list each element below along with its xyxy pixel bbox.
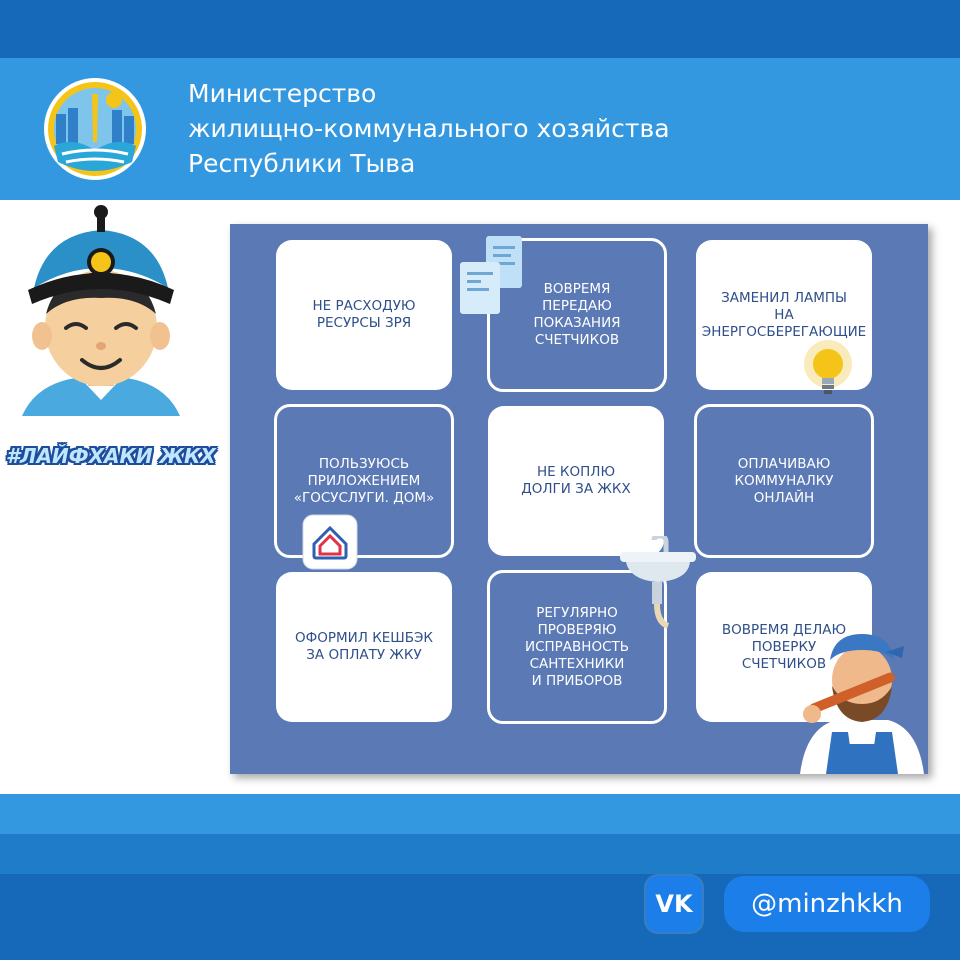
ministry-name: Министерство жилищно-коммунального хозяй… [188, 76, 670, 181]
plumber-icon [800, 634, 924, 774]
ministry-name-line-2: жилищно-коммунального хозяйства [188, 114, 670, 143]
tip-card-text: Заменил лампы на энергосберегающие [701, 289, 867, 340]
vk-label: VK [655, 890, 693, 918]
hashtag-label: #ЛАЙФХАКИ ЖКХ [6, 444, 216, 468]
tip-card-text: Вовремя делаю поверку счетчиков [721, 621, 847, 672]
tip-card-text: Не расходую ресурсы зря [312, 298, 416, 331]
header-band-top [0, 0, 960, 58]
tip-card-text: Не коплю долги за ЖКХ [521, 464, 631, 497]
ministry-name-line-1: Министерство [188, 79, 377, 108]
tip-card: Оформил кешбэк за оплату ЖКУ [276, 572, 452, 722]
vk-icon[interactable]: VK [646, 876, 702, 932]
sink-icon [620, 536, 696, 629]
documents-icon [460, 236, 522, 314]
tip-card-text: Оплачиваю коммуналку онлайн [734, 455, 834, 506]
gosuslugi-dom-icon [302, 514, 358, 570]
tip-card: Не расходую ресурсы зря [276, 240, 452, 390]
tip-card: Пользуюсь приложением «Госуслуги. Дом» [274, 404, 454, 558]
tip-card: Регулярно проверяю исправность сантехник… [487, 570, 667, 724]
tip-card-text: Пользуюсь приложением «Госуслуги. Дом» [293, 455, 435, 506]
lightbulb-icon [804, 340, 852, 394]
tip-card: Не коплю долги за ЖКХ [488, 406, 664, 556]
ministry-name-line-3: Республики Тыва [188, 149, 416, 178]
social-handle[interactable]: @minzhkkh [724, 876, 930, 932]
tip-card-text: Оформил кешбэк за оплату ЖКУ [294, 630, 434, 663]
mascot-icon [22, 205, 180, 416]
tip-card: Оплачиваю коммуналку онлайн [694, 404, 874, 558]
tip-card-text: Регулярно проверяю исправность сантехник… [524, 604, 630, 689]
header-band [0, 58, 960, 200]
tips-panel: Не расходую ресурсы зря Вовремя передаю … [230, 224, 928, 774]
tip-card-text: Вовремя передаю показания счетчиков [533, 281, 621, 348]
social-handle-text: @minzhkkh [751, 889, 903, 919]
footer-band-top [0, 794, 960, 834]
footer-band-middle [0, 834, 960, 874]
emblem-icon [44, 78, 146, 180]
